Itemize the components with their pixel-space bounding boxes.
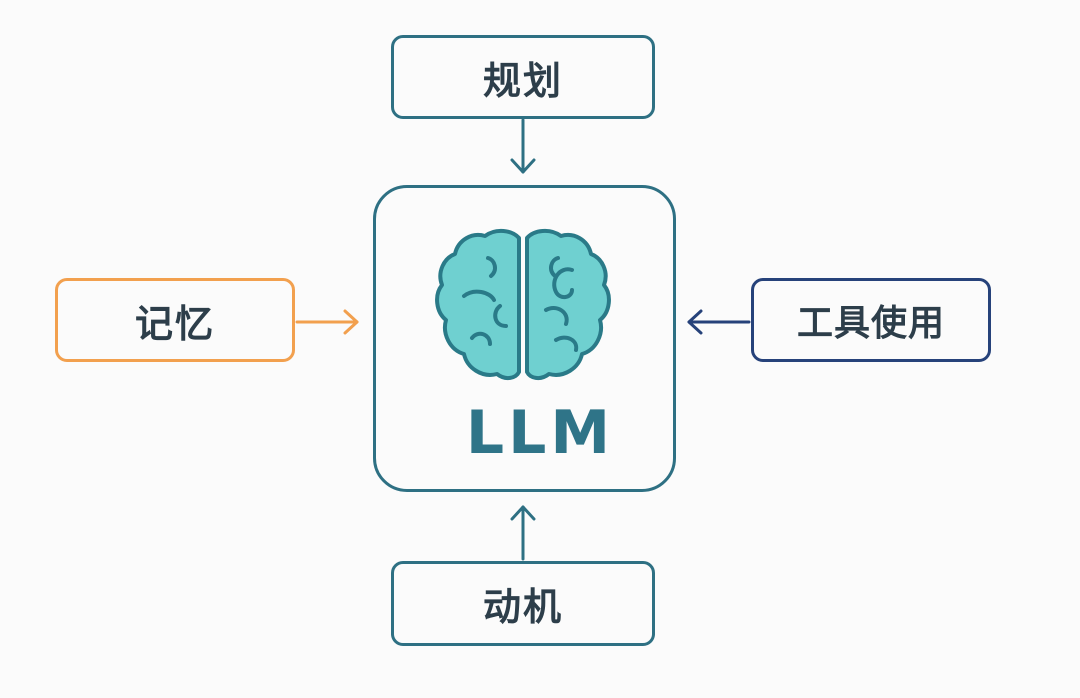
planning-label: 规划 (482, 58, 563, 103)
planning-node: 规划 (391, 35, 655, 119)
tool-use-node: 工具使用 (751, 278, 991, 362)
llm-label: LLM (465, 398, 615, 468)
memory-label: 记忆 (134, 301, 215, 346)
arrow-planning-to-llm (510, 118, 536, 174)
arrow-motivation-to-llm (510, 505, 536, 561)
motivation-label: 动机 (482, 585, 563, 629)
motivation-node: 动机 (391, 561, 655, 646)
arrow-memory-to-llm (295, 309, 359, 335)
memory-node: 记忆 (55, 278, 295, 362)
llm-node (373, 185, 676, 492)
arrow-tools-to-llm (687, 309, 751, 335)
tool-use-label: 工具使用 (796, 303, 945, 344)
